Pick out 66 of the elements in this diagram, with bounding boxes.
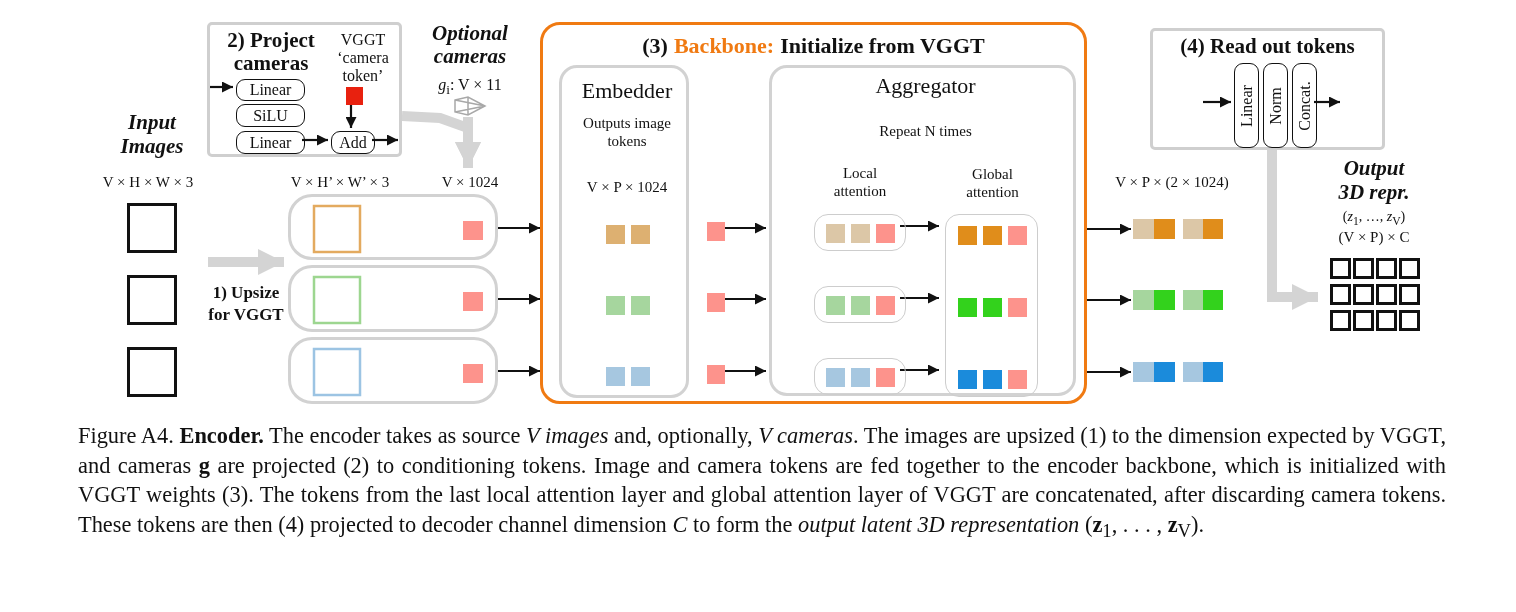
shape-label: g$_{i}$: V × 11 (437, 76, 503, 100)
figure-caption: Figure A4. Encoder. The encoder takes as source V images and, optionally, V cameras. The images are upsized (1) to the dimension expected by VGGT, and cameras g are projected (2) to conditioning tokens. Image and camera tokens are fed together to the encoder backbone, which is initialized with VGGT weights (3). The tokens from the last local attention layer and global attention layer of VGGT are concatenated, after discarding camera tokens. These tokens are then (4) projected to decoder channel dimension C to form the output latent 3D representation (z$_{1}$, . . . , z$_{V}$). (78, 422, 1446, 544)
arrow (1087, 294, 1131, 306)
shape-label: V × P × (2 × 1024) (1114, 173, 1230, 191)
view-row (288, 265, 498, 332)
camera-token (707, 365, 725, 384)
module-panel (769, 65, 1076, 396)
shape-label: (V × P) × C (1337, 228, 1411, 246)
arrow (345, 103, 357, 128)
layer-box: Norm (1263, 63, 1288, 148)
panel-title: Aggregator (874, 73, 977, 99)
layer-box: Linear (236, 131, 305, 154)
shape-label: V × 1024 (440, 173, 500, 191)
panel-title: Embedder (580, 78, 674, 104)
module-panel (1150, 28, 1385, 150)
shape-label: V × H’ × W’ × 3 (289, 173, 391, 191)
arrow (900, 364, 939, 376)
edge-label: 1) Upsize for VGGT (208, 282, 284, 326)
arrow (498, 293, 540, 305)
flow-arrow (208, 249, 284, 275)
token-group (814, 358, 906, 395)
module-name: Backbone: (673, 33, 775, 59)
panel-title: 2) Project cameras (226, 29, 316, 75)
token-group (814, 214, 906, 251)
arrow (1087, 223, 1131, 235)
arrow (302, 134, 328, 146)
step-number: (3) (642, 33, 668, 59)
shape-label: V × P × 1024 (585, 178, 669, 196)
image-frame (127, 347, 177, 397)
module-panel (207, 22, 402, 157)
arrow (498, 222, 540, 234)
view-row (288, 194, 498, 260)
output-label: Output 3D repr. (1337, 156, 1411, 204)
arrow (1203, 96, 1231, 108)
description-label: Outputs image tokens (582, 114, 672, 150)
input-label: Optional cameras (431, 22, 509, 68)
shape-label: (z$_{1}$, …, z$_{V}$) (1341, 208, 1407, 230)
arrow (210, 81, 233, 93)
backbone-panel (540, 22, 1087, 404)
arrow (372, 134, 398, 146)
arrow (900, 220, 939, 232)
panel-title: Initialize from VGGT (780, 33, 985, 59)
input-label: Input Images (119, 110, 185, 158)
layer-box: Add (331, 131, 375, 154)
panel-title: (4) Read out tokens (1179, 35, 1356, 58)
column-label: Local attention (832, 164, 888, 200)
image-frame (127, 203, 177, 253)
camera-token (707, 293, 725, 312)
shape-label: V × H × W × 3 (101, 173, 195, 191)
arrow (498, 365, 540, 377)
description-label: Repeat N times (878, 122, 973, 140)
view-row (288, 337, 498, 404)
layer-box: Linear (236, 79, 305, 101)
layer-box: SiLU (236, 104, 305, 127)
column-label: Global attention (965, 165, 1020, 201)
layer-box: Linear (1234, 63, 1259, 148)
token-label: VGGT ‘camera token’ (336, 31, 390, 85)
module-panel (559, 65, 689, 398)
image-frame (127, 275, 177, 325)
camera-token (707, 222, 725, 241)
arrow (1087, 366, 1131, 378)
flow-arrow (1267, 150, 1318, 310)
arrow (900, 292, 939, 304)
layer-box: Concat. (1292, 63, 1317, 148)
arrow (1314, 96, 1340, 108)
token-group (814, 286, 906, 323)
